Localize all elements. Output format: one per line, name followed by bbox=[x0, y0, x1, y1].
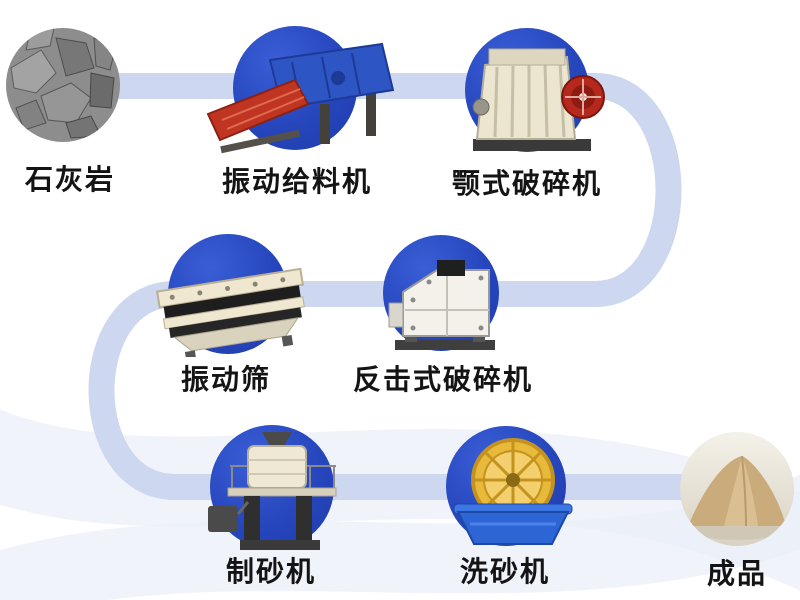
jaw-crusher-illustration bbox=[472, 48, 605, 151]
sand-making-machine-illustration bbox=[208, 432, 337, 550]
impact-crusher-illustration bbox=[388, 260, 495, 350]
vibrating-feeder-illustration bbox=[206, 42, 395, 154]
node-label: 颚式破碎机 bbox=[451, 168, 603, 199]
sand-washer-illustration bbox=[453, 438, 573, 545]
node-label: 振动给料机 bbox=[221, 166, 373, 197]
limestone-rocks-image bbox=[6, 28, 120, 142]
node-label: 振动筛 bbox=[180, 364, 272, 395]
vibrating-screen-illustration bbox=[155, 267, 305, 357]
sand-pile-image bbox=[680, 432, 794, 546]
node-label: 成品 bbox=[706, 558, 768, 589]
node-label: 洗砂机 bbox=[459, 556, 551, 587]
limestone-photo bbox=[6, 28, 120, 142]
node-label: 石灰岩 bbox=[24, 164, 116, 195]
finished-product-photo bbox=[680, 432, 794, 546]
node-label: 反击式破碎机 bbox=[352, 364, 534, 395]
node-label: 制砂机 bbox=[225, 556, 317, 587]
